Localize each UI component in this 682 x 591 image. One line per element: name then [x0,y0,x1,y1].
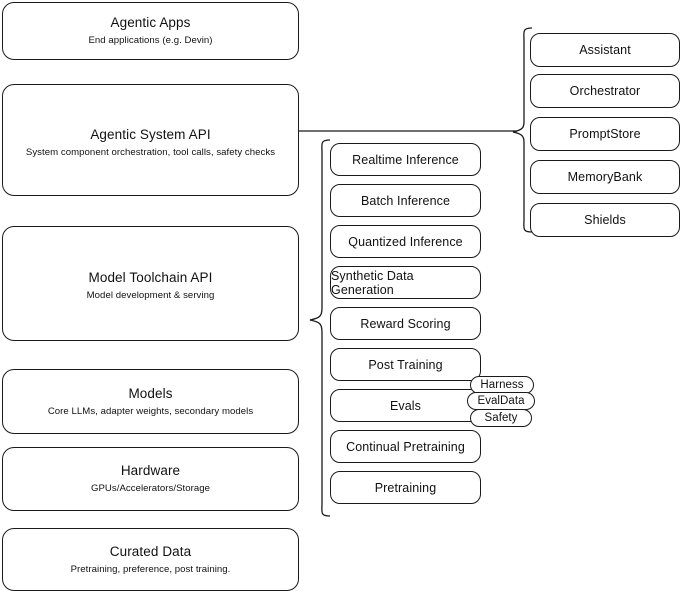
layer-subtitle: System component orchestration, tool cal… [25,147,276,159]
toolchain-component-synthetic-data-generation[interactable]: Synthetic Data Generation [330,266,481,299]
layer-subtitle: GPUs/Accelerators/Storage [90,483,211,495]
system-component-memorybank[interactable]: MemoryBank [530,160,680,194]
layer-title: Agentic System API [90,127,211,142]
layer-title: Curated Data [109,543,192,559]
toolchain-component-reward-scoring[interactable]: Reward Scoring [330,307,481,340]
layer-box-model-toolchain-api[interactable]: Model Toolchain API Model development & … [2,226,299,341]
layer-subtitle: Model development & serving [86,290,215,302]
system-component-promptstore[interactable]: PromptStore [530,117,680,151]
layer-subtitle: End applications (e.g. Devin) [88,35,213,47]
toolchain-component-realtime-inference[interactable]: Realtime Inference [330,143,481,176]
system-component-shields[interactable]: Shields [530,203,680,237]
toolchain-component-pretraining[interactable]: Pretraining [330,471,481,504]
connector-system-api-to-components [299,130,517,132]
eval-subcomponent-evaldata[interactable]: EvalData [467,392,535,410]
toolchain-component-evals[interactable]: Evals [330,389,481,422]
layer-text-group: Model Toolchain API Model development & … [3,269,298,303]
system-component-assistant[interactable]: Assistant [530,33,680,67]
toolchain-component-continual-pretraining[interactable]: Continual Pretraining [330,430,481,463]
layer-subtitle: Core LLMs, adapter weights, secondary mo… [47,405,254,417]
layer-box-hardware[interactable]: Hardware GPUs/Accelerators/Storage [2,447,299,511]
eval-subcomponent-safety[interactable]: Safety [470,409,532,427]
layer-title: Models [128,385,173,401]
toolchain-component-quantized-inference[interactable]: Quantized Inference [330,225,481,258]
layer-box-agentic-system-api[interactable]: Agentic System API System component orch… [2,84,299,196]
layer-title: Hardware [120,463,181,479]
layer-box-curated-data[interactable]: Curated Data Pretraining, preference, po… [2,528,299,591]
brace-model-toolchain [309,139,331,517]
layer-subtitle: Pretraining, preference, post training. [70,563,231,575]
toolchain-component-batch-inference[interactable]: Batch Inference [330,184,481,217]
layer-title: Agentic Apps [110,15,191,31]
layer-title: Model Toolchain API [88,270,213,285]
system-component-orchestrator[interactable]: Orchestrator [530,74,680,108]
layer-box-models[interactable]: Models Core LLMs, adapter weights, secon… [2,369,299,434]
layer-text-group: Agentic System API System component orch… [3,126,298,160]
layer-box-agentic-apps[interactable]: Agentic Apps End applications (e.g. Devi… [2,2,299,60]
toolchain-component-post-training[interactable]: Post Training [330,348,481,381]
